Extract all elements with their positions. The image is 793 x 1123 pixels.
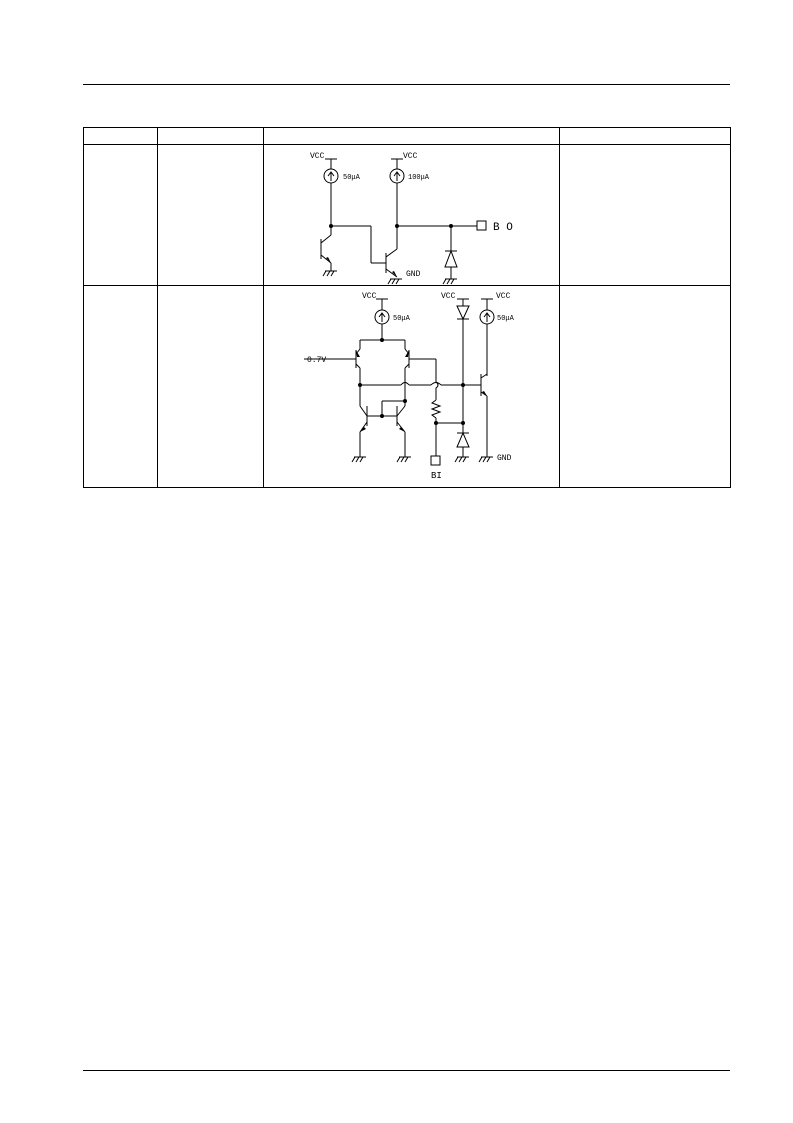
- current-source-label: 100μA: [408, 174, 430, 182]
- bo-pin-label: B O: [493, 222, 513, 234]
- circuit-cell: VCC VCC 50μA 100μA GND B O: [263, 144, 560, 286]
- table-cell: [83, 285, 158, 488]
- current-source-label: 50μA: [497, 315, 515, 323]
- table-cell: [559, 144, 731, 286]
- bo-output-circuit-diagram: VCC VCC 50μA 100μA GND B O: [310, 152, 513, 285]
- header-cell: [157, 127, 264, 145]
- table-cell: [157, 144, 264, 286]
- header-cell: [559, 127, 731, 145]
- table-row: VCC VCC VCC 50μA 50μA 0.7V GND BI: [83, 285, 731, 488]
- table-cell: [559, 285, 731, 488]
- pin-description-table: VCC VCC 50μA 100μA GND B O: [83, 127, 731, 488]
- header-rule: [83, 84, 730, 85]
- header-cell: [83, 127, 158, 145]
- footer-rule: [83, 1070, 730, 1071]
- current-source-label: 50μA: [343, 174, 361, 182]
- vcc-label: VCC: [310, 152, 325, 161]
- vcc-label: VCC: [496, 292, 511, 301]
- circuit-cell: VCC VCC VCC 50μA 50μA 0.7V GND BI: [263, 285, 560, 488]
- vcc-label: VCC: [403, 152, 418, 161]
- gnd-label: GND: [497, 454, 512, 463]
- bi-pin-label: BI: [431, 471, 442, 481]
- vcc-label: VCC: [362, 292, 377, 301]
- header-cell: [263, 127, 560, 145]
- table-cell: [83, 144, 158, 286]
- table-header-row: [83, 127, 731, 145]
- input-voltage-label: 0.7V: [307, 356, 326, 365]
- bi-input-circuit-diagram: VCC VCC VCC 50μA 50μA 0.7V GND BI: [304, 292, 515, 481]
- current-source-label: 50μA: [393, 315, 411, 323]
- vcc-label: VCC: [441, 292, 456, 301]
- table-cell: [157, 285, 264, 488]
- table-row: VCC VCC 50μA 100μA GND B O: [83, 144, 731, 286]
- gnd-label: GND: [406, 270, 421, 279]
